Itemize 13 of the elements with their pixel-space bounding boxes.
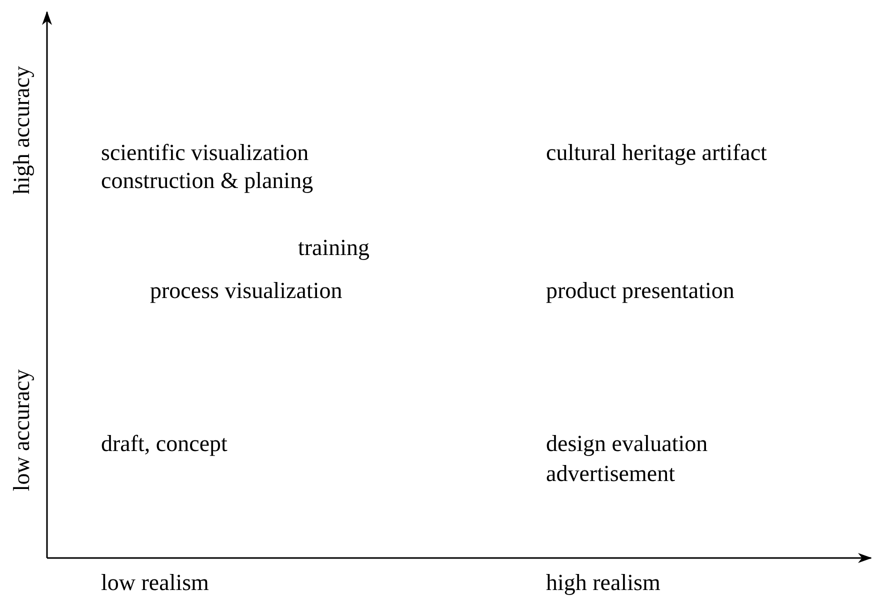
category-label: design evaluation	[546, 431, 708, 458]
category-label: process visualization	[150, 278, 342, 304]
axis-label: high accuracy	[8, 66, 35, 194]
axis-label: high realism	[546, 570, 660, 596]
category-label: product presentation	[546, 278, 734, 304]
axis-label: low realism	[101, 570, 209, 596]
category-label: draft, concept	[101, 431, 228, 458]
category-label: cultural heritage artifact	[546, 140, 767, 166]
category-label: construction & planing	[101, 168, 314, 194]
category-label: advertisement	[546, 461, 676, 488]
category-label: scientific visualization	[101, 140, 309, 166]
axis-label: low accuracy	[8, 369, 35, 492]
category-label: training	[298, 235, 370, 262]
